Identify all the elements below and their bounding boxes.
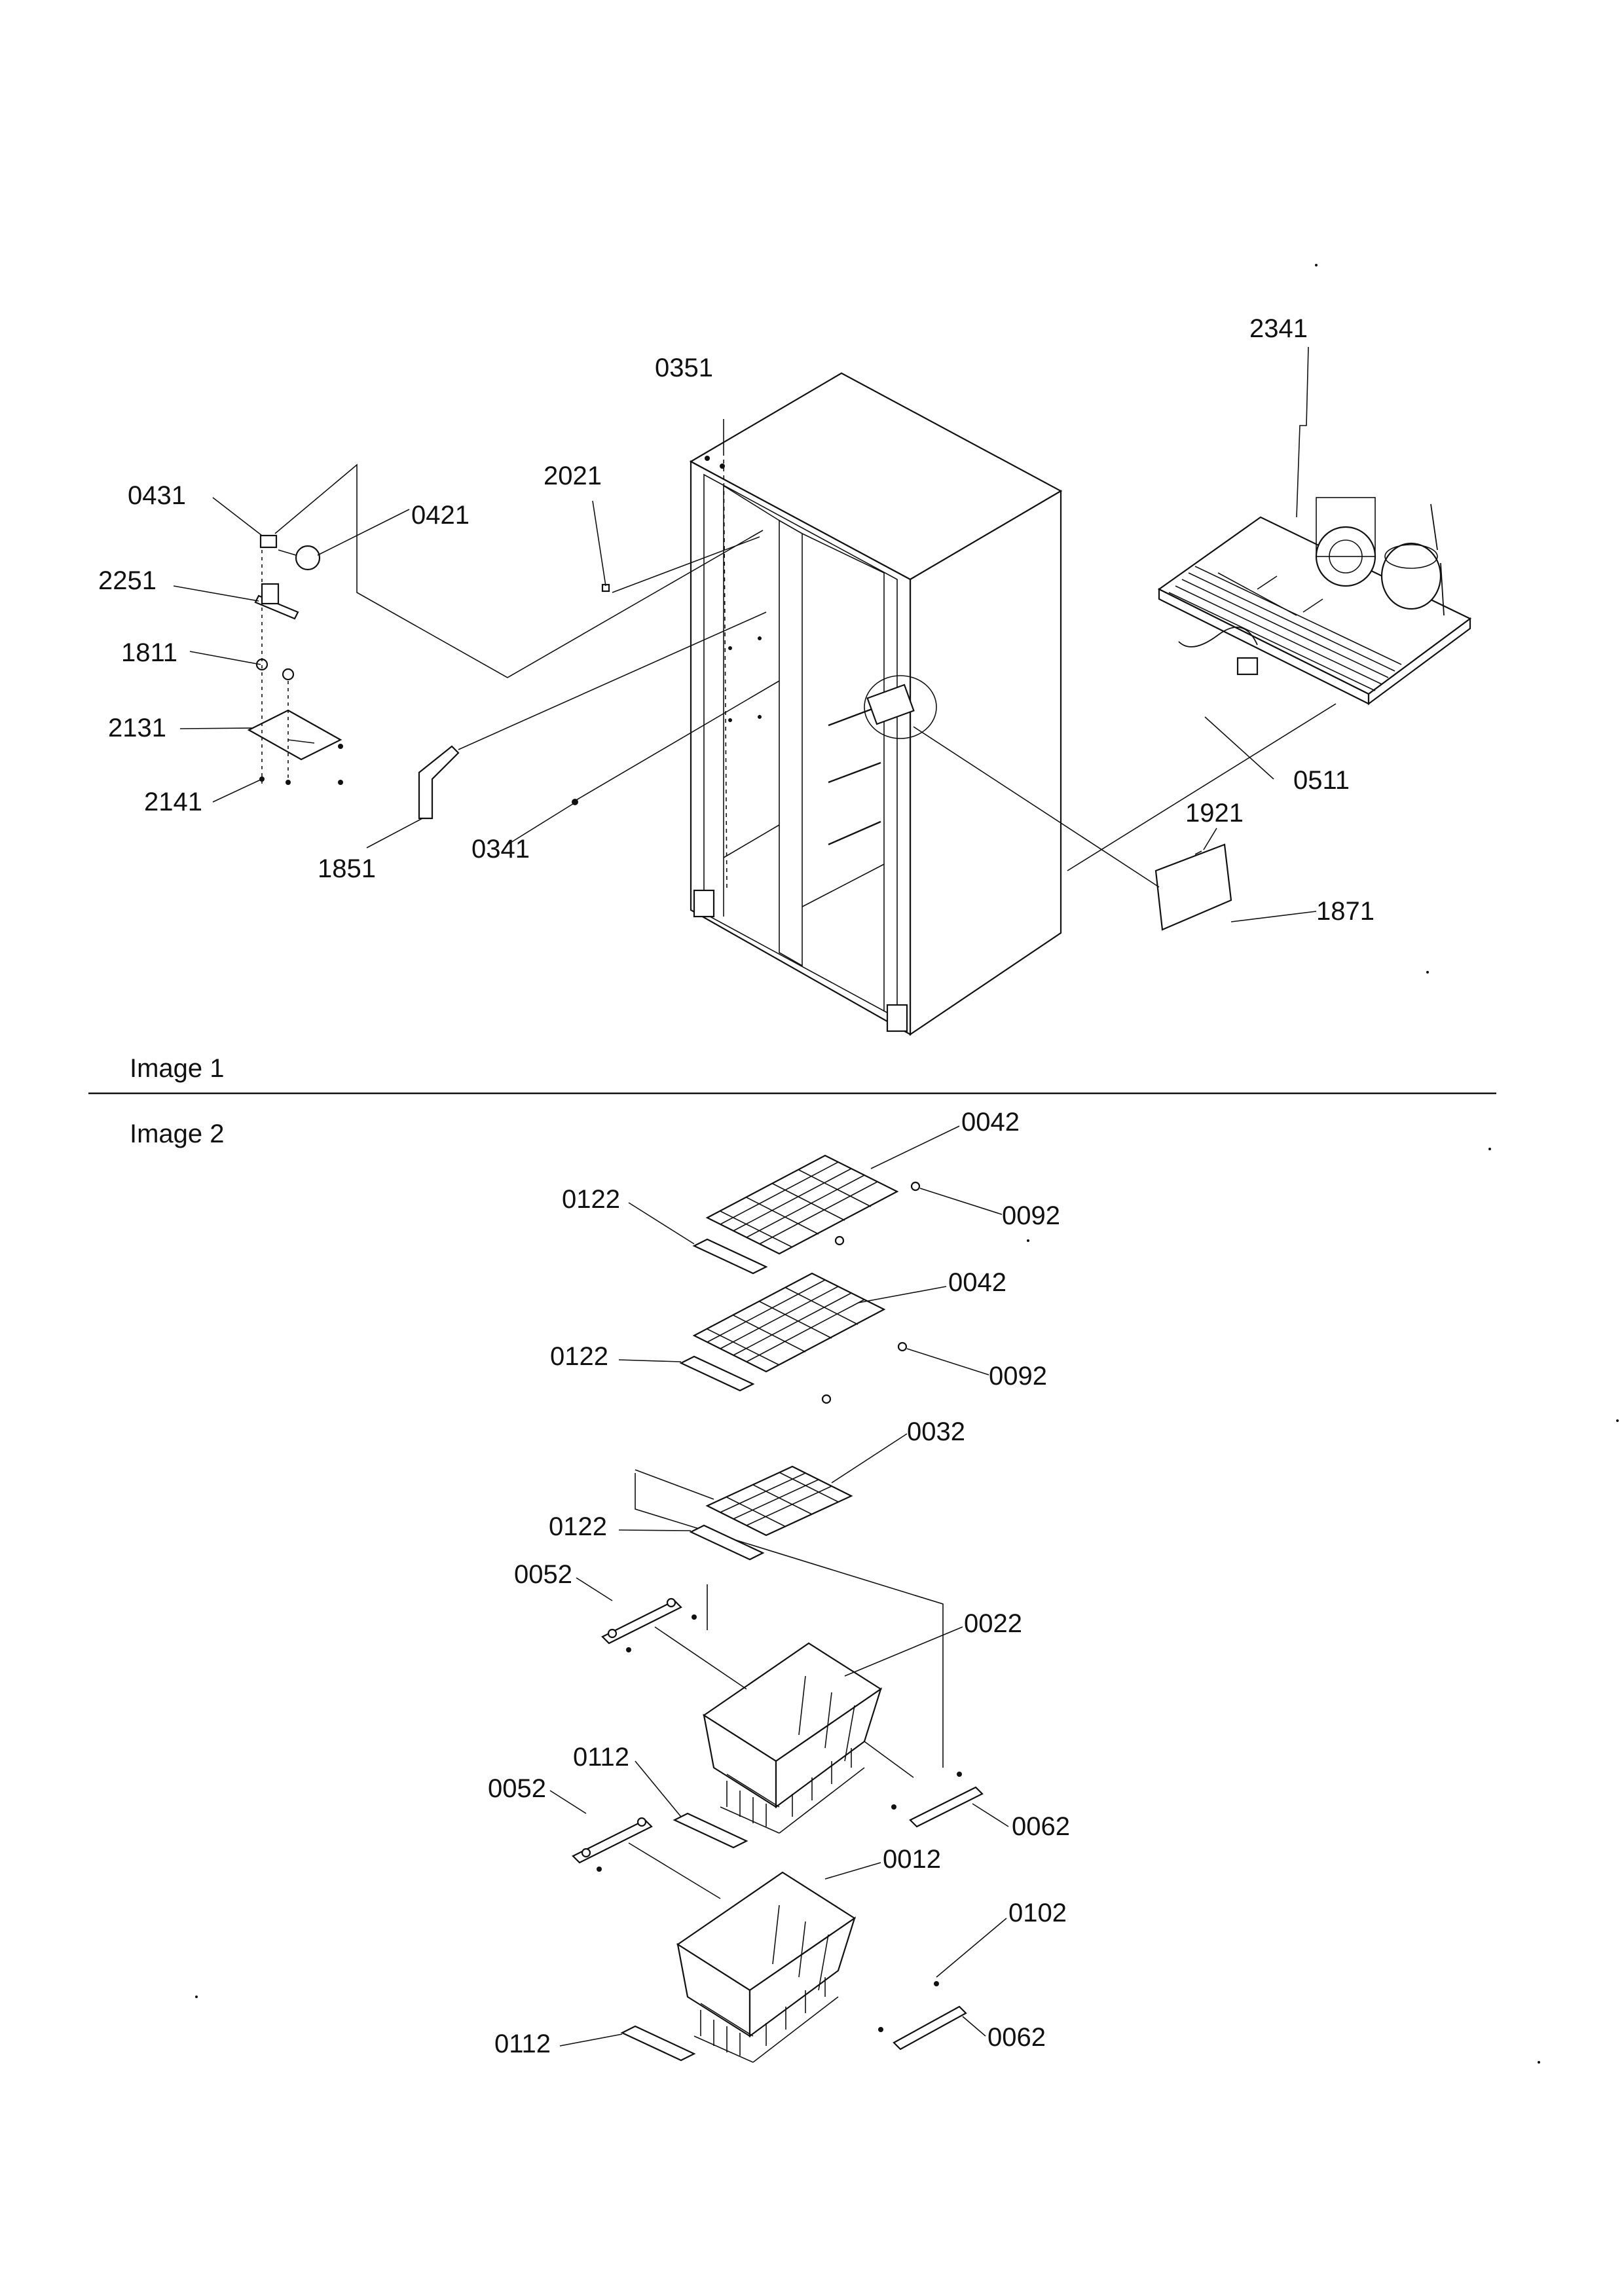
label-0052-lower: 0052 [488,1774,546,1803]
label-0351: 0351 [655,354,713,382]
label-1811: 1811 [121,638,177,667]
label-0421: 0421 [411,501,470,530]
wire-shelf-middle [679,1272,908,1404]
label-0042-middle: 0042 [948,1268,1006,1297]
label-0122-middle: 0122 [550,1342,608,1371]
leader-lines-image1 [173,346,1317,922]
part-labels-image2: 0042 0092 0122 0042 0092 0122 0032 0122 … [488,1108,1070,2058]
label-2341: 2341 [1249,314,1308,343]
leader-lines-image2 [549,1125,1009,2047]
label-0122-lower: 0122 [549,1512,607,1541]
condenser-coil [1168,566,1402,691]
wire-shelf-lower [635,1465,944,1768]
label-0032: 0032 [907,1417,965,1446]
label-0112-upper: 0112 [573,1743,629,1772]
part-labels-image1: 0351 2341 0431 0421 2021 2251 1811 2131 … [98,314,1375,926]
refrigerator-cabinet [689,372,1063,1036]
label-0431: 0431 [128,481,186,510]
label-0341: 0341 [471,835,530,864]
wire-basket-upper [703,1642,882,1834]
label-0062-lower: 0062 [987,2023,1046,2052]
part-1851 [418,611,767,820]
label-0102: 0102 [1008,1899,1067,1927]
label-0092-middle: 0092 [989,1362,1047,1391]
label-0052-upper: 0052 [514,1560,572,1589]
part-1921-panel [913,703,1337,931]
compressor-unit [1157,497,1472,706]
section-label-image1: Image 1 [130,1054,225,1083]
label-0042-upper: 0042 [961,1108,1020,1137]
label-2251: 2251 [98,566,157,595]
basket-slides [572,1597,984,2062]
scan-specks [195,264,1619,2064]
label-0062-upper: 0062 [1012,1812,1070,1841]
label-0022: 0022 [964,1609,1022,1638]
label-0112-lower: 0112 [494,2030,551,2058]
label-0012: 0012 [883,1845,941,1874]
light-assembly [247,464,764,786]
label-1851: 1851 [318,854,376,883]
section-label-image2: Image 2 [130,1120,225,1148]
label-0511: 0511 [1293,766,1350,795]
label-0092-upper: 0092 [1002,1201,1060,1230]
wire-basket-lower [676,1871,856,2063]
label-2131: 2131 [108,714,166,742]
label-1871: 1871 [1316,897,1375,926]
label-2141: 2141 [144,788,202,816]
label-2021: 2021 [544,462,602,490]
label-1921: 1921 [1185,799,1244,828]
label-0122-upper: 0122 [562,1185,620,1214]
wire-shelf-upper [692,1154,921,1275]
